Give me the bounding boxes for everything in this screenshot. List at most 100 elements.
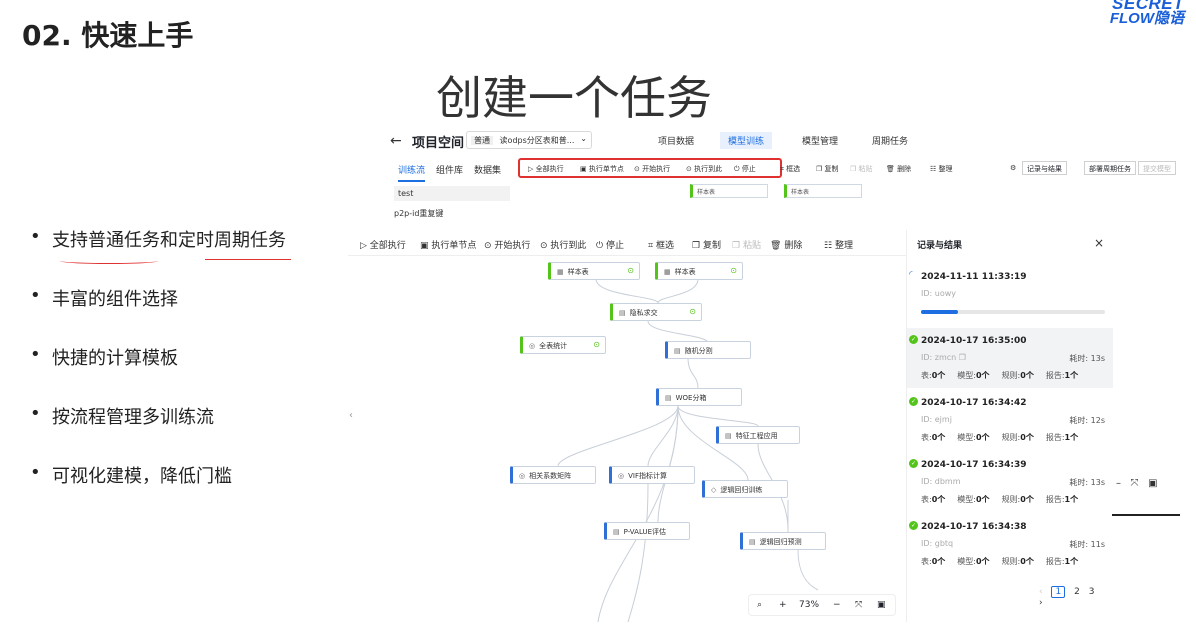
run-to-here-button[interactable]: ⊙ 执行到此 bbox=[540, 241, 587, 251]
start-icon: ⊙ bbox=[484, 241, 492, 251]
arrange-button[interactable]: ☷ 整理 bbox=[824, 241, 853, 251]
bg-run-all-button[interactable]: ▷ 全部执行 bbox=[528, 165, 564, 173]
fit-view-icon[interactable]: ⤧ bbox=[855, 600, 863, 610]
bg-paste-button[interactable]: ❐ 粘贴 bbox=[850, 165, 873, 173]
flow-node[interactable]: ▤特征工程应用 bbox=[716, 426, 800, 444]
page-button[interactable]: 2 bbox=[1074, 587, 1080, 597]
mini-node[interactable]: 样本表 bbox=[784, 184, 862, 198]
chevron-left-icon[interactable]: ‹ bbox=[349, 410, 353, 421]
progress-fill bbox=[921, 310, 958, 314]
bg-copy-button[interactable]: ❐ 复制 bbox=[816, 165, 839, 173]
main-heading: 创建一个任务 bbox=[436, 71, 712, 125]
success-check-icon: ✓ bbox=[909, 397, 918, 406]
copy-icon: ❐ bbox=[692, 241, 701, 251]
stop-button[interactable]: ⏻ 停止 bbox=[596, 241, 625, 251]
search-icon[interactable]: ⌕ bbox=[757, 600, 763, 610]
flow-edges bbox=[557, 278, 819, 622]
flow-node[interactable]: ▤WOE分箱 bbox=[656, 388, 742, 406]
component-icon: ▤ bbox=[674, 347, 681, 355]
records-results-button[interactable]: 记录与结果 bbox=[1022, 161, 1067, 175]
success-check-icon: ✓ bbox=[909, 521, 918, 530]
secretflow-logo: SECRET FLOW隐语 bbox=[1110, 0, 1184, 26]
delete-button[interactable]: 🗑 删除 bbox=[770, 241, 803, 251]
gear-icon[interactable]: ⚙ bbox=[1010, 164, 1017, 172]
tab-periodic-tasks[interactable]: 周期任务 bbox=[872, 137, 909, 147]
project-tag: 普通 bbox=[471, 136, 493, 145]
zoom-out-icon[interactable]: − bbox=[833, 600, 841, 610]
bg-start-run-button[interactable]: ⊙ 开始执行 bbox=[634, 165, 671, 173]
tab-model-training[interactable]: 模型训练 bbox=[720, 132, 773, 149]
bg-run-node-button[interactable]: ▣ 执行单节点 bbox=[580, 165, 624, 173]
record-stats: 表:0个模型:0个规则:0个报告:1个 bbox=[921, 433, 1079, 442]
tab-datasets[interactable]: 数据集 bbox=[474, 166, 502, 176]
flow-node[interactable]: ▤逻辑回归预测 bbox=[740, 532, 826, 550]
chevron-down-icon: ⌄ bbox=[580, 134, 587, 143]
pagination: ‹ 1 2 3 › bbox=[1039, 586, 1112, 608]
bg-delete-button[interactable]: 🗑 删除 bbox=[886, 165, 912, 173]
record-item[interactable]: ◜ 2024-11-11 11:33:19 ID: uowy bbox=[907, 264, 1113, 324]
close-icon[interactable]: × bbox=[1093, 236, 1104, 250]
bg-select-button[interactable]: ⌗ 框选 bbox=[780, 165, 801, 173]
back-arrow-icon[interactable]: ← bbox=[390, 133, 402, 149]
flow-node[interactable]: ▦样本表⊙ bbox=[548, 262, 640, 280]
record-duration: 耗时: 13s bbox=[1069, 478, 1105, 487]
record-item[interactable]: ✓ 2024-10-17 16:34:42 ID: ejmj 耗时: 12s 表… bbox=[907, 390, 1113, 450]
chevron-left-icon[interactable]: ‹ bbox=[1039, 587, 1043, 597]
tab-project-data[interactable]: 项目数据 bbox=[658, 137, 695, 147]
window-controls: – ⤧ ▣ bbox=[1116, 478, 1158, 489]
minimap-icon[interactable]: ▣ bbox=[1148, 478, 1158, 489]
deploy-periodic-button[interactable]: 部署周期任务 bbox=[1084, 161, 1136, 175]
flow-node[interactable]: ◎相关系数矩阵 bbox=[510, 466, 596, 484]
run-node-button[interactable]: ▣ 执行单节点 bbox=[420, 241, 477, 251]
chevron-right-icon[interactable]: › bbox=[1039, 598, 1043, 608]
copy-button[interactable]: ❐ 复制 bbox=[692, 241, 721, 251]
page-button[interactable]: 1 bbox=[1051, 586, 1066, 598]
paste-button[interactable]: ❐ 粘贴 bbox=[732, 241, 761, 251]
highlighted-run-toolbar bbox=[518, 158, 782, 178]
flow-node[interactable]: ◎VIF指标计算 bbox=[609, 466, 695, 484]
flow-node[interactable]: ▦样本表⊙ bbox=[655, 262, 743, 280]
tab-model-management[interactable]: 模型管理 bbox=[802, 137, 839, 147]
box-select-button[interactable]: ⌗ 框选 bbox=[648, 241, 674, 251]
arrange-icon: ☷ bbox=[824, 241, 833, 251]
minimize-icon[interactable]: – bbox=[1116, 478, 1121, 489]
fit-view-icon[interactable]: ⤧ bbox=[1130, 478, 1139, 489]
minimap-icon[interactable]: ▣ bbox=[877, 600, 886, 610]
table-icon: ▦ bbox=[557, 268, 564, 276]
flow-node[interactable]: ▤隐私求交⊙ bbox=[610, 303, 702, 321]
bg-stop-button[interactable]: ⏻ 停止 bbox=[734, 165, 756, 173]
bg-arrange-button[interactable]: ☷ 整理 bbox=[930, 165, 953, 173]
record-item[interactable]: ✓ 2024-10-17 16:34:38 ID: gbtq 耗时: 11s 表… bbox=[907, 514, 1113, 574]
flow-node[interactable]: ▤P-VALUE评估 bbox=[604, 522, 690, 540]
bg-run-to-here-button[interactable]: ⊙ 执行到此 bbox=[686, 165, 723, 173]
tab-training-flow[interactable]: 训练流 bbox=[398, 163, 426, 182]
flow-canvas[interactable]: ▷ 全部执行 ▣ 执行单节点 ⊙ 开始执行 ⊙ 执行到此 ⏻ 停止 ⌗ 框选 ❐… bbox=[348, 230, 908, 622]
flow-node[interactable]: ◎全表统计⊙ bbox=[520, 336, 606, 354]
record-time: 2024-10-17 16:34:39 bbox=[921, 460, 1027, 470]
play-icon: ▷ bbox=[360, 241, 367, 251]
tab-component-library[interactable]: 组件库 bbox=[436, 166, 464, 176]
start-run-button[interactable]: ⊙ 开始执行 bbox=[484, 241, 531, 251]
stats-icon: ◎ bbox=[618, 472, 625, 480]
run-all-button[interactable]: ▷ 全部执行 bbox=[360, 241, 406, 251]
logo-line-2: FLOW隐语 bbox=[1109, 10, 1184, 27]
submit-model-button[interactable]: 提交模型 bbox=[1138, 161, 1176, 175]
zoom-in-icon[interactable]: + bbox=[779, 600, 787, 610]
record-id: ID: uowy bbox=[921, 289, 956, 298]
record-duration: 耗时: 13s bbox=[1069, 354, 1105, 363]
copy-icon: ❐ bbox=[958, 353, 966, 362]
logo-line-1: SECRET bbox=[1112, 0, 1184, 13]
record-item[interactable]: ✓ 2024-10-17 16:35:00 ID: zmcn ❐ 耗时: 13s… bbox=[907, 328, 1113, 388]
highlight-underline bbox=[205, 256, 291, 260]
record-time: 2024-10-17 16:35:00 bbox=[921, 336, 1027, 346]
page-button[interactable]: 3 bbox=[1088, 587, 1095, 597]
flow-list-item[interactable]: p2p-id重复键 bbox=[394, 209, 444, 218]
flow-list-item[interactable]: test bbox=[394, 186, 510, 201]
flow-node[interactable]: ◇逻辑回归训练 bbox=[702, 480, 788, 498]
project-select[interactable]: 普通 读odps分区表和普... ⌄ bbox=[466, 131, 592, 149]
record-item[interactable]: ✓ 2024-10-17 16:34:39 ID: dbmm 耗时: 13s 表… bbox=[907, 452, 1113, 512]
power-icon: ⏻ bbox=[596, 241, 604, 251]
flow-node[interactable]: ▤随机分割 bbox=[665, 341, 751, 359]
mini-node[interactable]: 样本表 bbox=[690, 184, 768, 198]
